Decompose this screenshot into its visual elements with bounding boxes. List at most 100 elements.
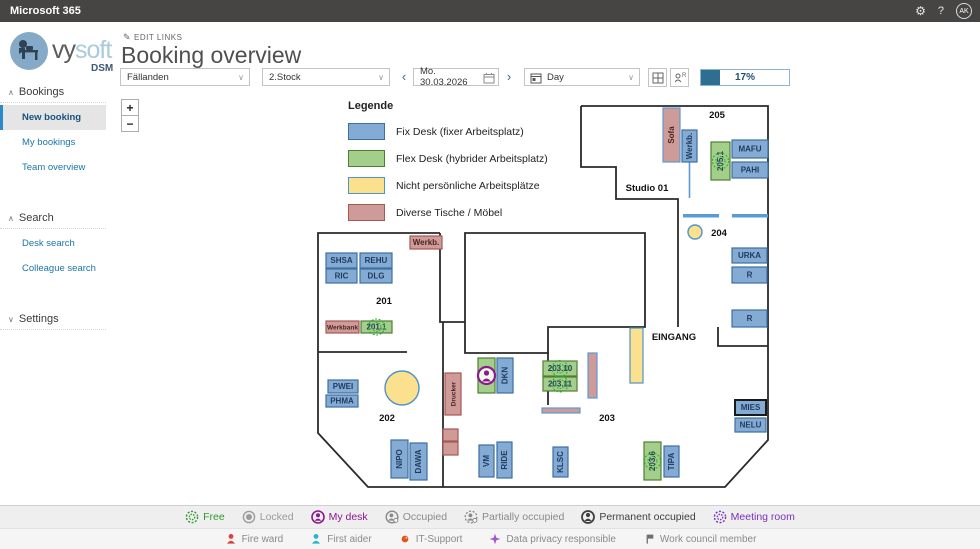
prev-day-button[interactable]: ‹ (401, 69, 407, 84)
role-legend-work-council-member: Work council member (642, 532, 756, 546)
brand-sub: DSM (91, 63, 114, 74)
desk-nipo-9[interactable]: NIPO (390, 439, 409, 479)
svg-text:DLG: DLG (368, 272, 385, 281)
svg-text:PWEI: PWEI (333, 382, 353, 391)
occupancy-fill (701, 70, 721, 85)
free-status-icon (711, 152, 730, 170)
help-icon[interactable]: ? (937, 5, 944, 17)
desk-203-6-24[interactable]: 203.6 (643, 441, 662, 481)
desk-furniture-19 (541, 407, 581, 414)
chevron-down-icon: ∨ (628, 72, 634, 82)
my-desk-icon (476, 365, 497, 386)
sidebar-item-my-bookings[interactable]: My bookings (22, 137, 76, 148)
sidebar-item-desk-search[interactable]: Desk search (22, 238, 75, 249)
desk-pahi-30[interactable]: PAHI (731, 161, 769, 179)
desk-pwei-7[interactable]: PWEI (327, 379, 359, 394)
round-table[interactable] (384, 370, 420, 406)
room-label-eingang: EINGANG (652, 332, 696, 343)
free-status-icon (367, 318, 386, 336)
free-status-icon (551, 375, 569, 393)
desk-furniture-18 (587, 352, 598, 399)
desk-assignment-button[interactable]: R (670, 68, 689, 87)
desk-shsa-0[interactable]: SHSA (325, 252, 358, 269)
desk-urka-31[interactable]: URKA (731, 247, 768, 264)
desk-vm-21[interactable]: VM (478, 444, 495, 478)
desk-werkb-27[interactable]: Werkb. (681, 129, 698, 163)
desk-furniture-20[interactable] (629, 327, 644, 384)
calendar-day-icon (530, 73, 542, 84)
desk-201-1-5[interactable]: 201.1 (360, 318, 393, 336)
legend-item-flex-desk-hybrider-arbeitsplatz: Flex Desk (hybrider Arbeitsplatz) (348, 145, 578, 172)
suite-title: Microsoft 365 (10, 5, 81, 17)
status-legend-permanent-occupied: Permanent occupied (581, 510, 696, 524)
date-picker[interactable]: Mo. 30.03.2026 (413, 66, 499, 88)
map-zoom-controls: + − (121, 99, 139, 132)
person-badge-icon (385, 510, 399, 524)
occupancy-label: 17% (734, 72, 755, 83)
grid-icon (652, 72, 663, 83)
desk-ric-2[interactable]: RIC (325, 268, 358, 284)
chevron-down-icon: ∨ (8, 314, 14, 324)
desk-dawa-10[interactable]: DAWA (409, 442, 428, 481)
desk-dlg-3[interactable]: DLG (359, 268, 393, 284)
chevron-down-icon: ∨ (238, 72, 244, 82)
status-legend-meeting-room: Meeting room (713, 510, 795, 524)
svg-text:203.10: 203.10 (548, 364, 573, 373)
edit-links-button[interactable]: ✎EDIT LINKS (123, 32, 183, 42)
desk-r-32[interactable]: R (731, 266, 768, 284)
zoom-out-button[interactable]: − (121, 115, 139, 132)
desk-205-1-28[interactable]: 205.1 (710, 141, 731, 181)
desk-203-10-16[interactable]: 203.10 (542, 359, 578, 378)
logo-person-icon (10, 32, 48, 70)
desk-dkn-15[interactable]: DKN (496, 357, 514, 394)
location-dropdown[interactable]: Fällanden∨ (120, 68, 250, 86)
dot-ring-icon (242, 510, 256, 524)
svg-text:203.6: 203.6 (648, 450, 657, 471)
desk-furniture-14[interactable] (476, 357, 497, 394)
desk-r-33[interactable]: R (731, 309, 768, 328)
sidebar-section-search[interactable]: ∧Search (0, 206, 106, 229)
desk-furniture-13 (442, 441, 459, 456)
floor-dropdown[interactable]: 2.Stock∨ (262, 68, 390, 86)
desk-klsc-23[interactable]: KLSC (552, 446, 569, 478)
legend-item-diverse-tische-m-bel: Diverse Tische / Möbel (348, 199, 578, 226)
map-legend-title: Legende (348, 100, 394, 112)
desk-203-11-17[interactable]: 203.11 (542, 375, 578, 393)
svg-text:MAFU: MAFU (738, 145, 761, 154)
floorplan-view-button[interactable] (648, 68, 667, 87)
round-table[interactable] (687, 224, 703, 240)
desk-tipa-25[interactable]: TIPA (663, 445, 680, 478)
rings-icon (713, 510, 726, 524)
occupancy-progress: 17% (700, 69, 790, 86)
avatar[interactable]: AK (956, 3, 972, 19)
desk-nelu-35[interactable]: NELU (734, 417, 767, 433)
toolbar: Fällanden∨ 2.Stock∨ ‹ Mo. 30.03.2026 › D… (0, 66, 980, 92)
view-dropdown[interactable]: Day∨ (524, 68, 640, 86)
room-label-201: 201 (376, 296, 393, 307)
svg-text:Drucker: Drucker (451, 381, 458, 406)
sidebar-item-colleague-search[interactable]: Colleague search (22, 263, 96, 274)
flag-icon (646, 534, 654, 544)
next-day-button[interactable]: › (506, 69, 512, 84)
sidebar-item-new-booking[interactable]: New booking (0, 105, 106, 130)
desk-phma-8[interactable]: PHMA (325, 394, 359, 408)
desk-mies-34[interactable]: MIES (734, 399, 767, 416)
svg-text:Werkbank: Werkbank (327, 325, 358, 332)
settings-gear-icon[interactable]: ⚙ (915, 4, 926, 18)
svg-text:DAWA: DAWA (414, 449, 423, 473)
sidebar-section-settings[interactable]: ∨Settings (0, 307, 106, 330)
desk-rehu-1[interactable]: REHU (359, 252, 393, 269)
room-label-studio-01: Studio 01 (626, 183, 669, 194)
sidebar-item-team-overview[interactable]: Team overview (22, 162, 86, 173)
desk-ride-22[interactable]: RIDE (496, 441, 513, 479)
sidebar-section-bookings[interactable]: ∧Bookings (0, 80, 106, 103)
map-legend: Legende Fix Desk (fixer Arbeitsplatz)Fle… (348, 100, 578, 226)
svg-text:VM: VM (482, 455, 491, 467)
status-legend-locked: Locked (242, 510, 294, 524)
desk-sofa-26: Sofa (662, 107, 681, 163)
desk-mafu-29[interactable]: MAFU (731, 139, 769, 159)
zoom-in-button[interactable]: + (121, 99, 139, 116)
svg-text:DKN: DKN (501, 367, 510, 385)
role-legend-data-privacy-responsible: Data privacy responsible (488, 532, 616, 546)
